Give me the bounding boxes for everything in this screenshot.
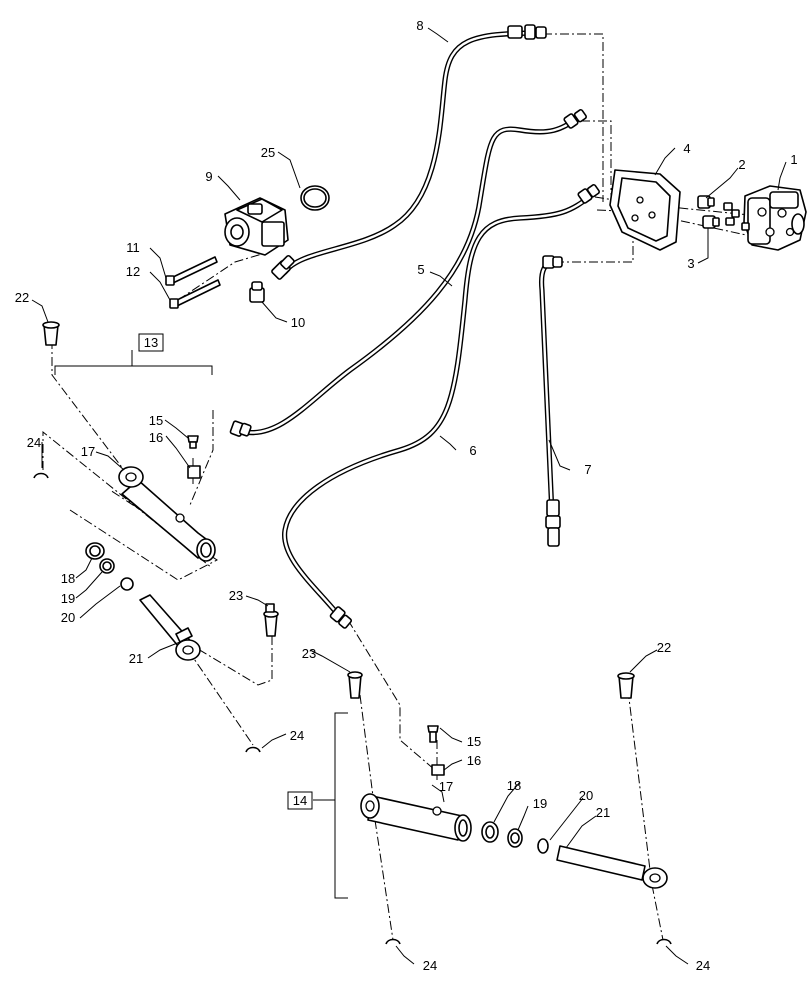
hose-7 [538, 259, 558, 518]
callout-25: 25 [261, 145, 275, 160]
callout-24-upper-left: 24 [27, 435, 41, 450]
callout-16-lower: 16 [467, 753, 481, 768]
callout-9: 9 [205, 169, 212, 184]
callout-20-lower: 20 [579, 788, 593, 803]
callout-11: 11 [126, 240, 140, 255]
pins-lower [347, 671, 635, 776]
callout-8: 8 [416, 18, 423, 33]
callout-3: 3 [687, 256, 694, 271]
callout-6: 6 [469, 443, 476, 458]
callout-16-upper: 16 [149, 430, 163, 445]
seals-upper [85, 542, 134, 591]
cylinder-lower-rod [556, 845, 668, 889]
bolt-12 [169, 279, 221, 309]
callout-20-upper: 20 [61, 610, 75, 625]
bolt-11 [165, 256, 218, 286]
pins-upper [42, 321, 279, 637]
callout-22-lower: 22 [657, 640, 671, 655]
assembly-14-box: 14 [287, 791, 313, 810]
hose-6 [282, 192, 595, 625]
callout-19-lower: 19 [533, 796, 547, 811]
clips-lower [385, 938, 672, 945]
callout-5: 5 [417, 262, 424, 277]
assembly-14-label: 14 [293, 793, 307, 808]
seals-lower [481, 821, 549, 854]
callout-21-upper: 21 [129, 651, 143, 666]
callout-23-lower: 23 [302, 646, 316, 661]
leader-lines [31, 27, 787, 965]
cylinder-upper-barrel [118, 466, 216, 562]
hose-fittings [229, 24, 600, 629]
callout-22-upper: 22 [15, 290, 29, 305]
cylinder-lower-barrel [360, 793, 472, 842]
fitting-10 [249, 281, 265, 303]
bracket-14 [313, 712, 348, 899]
callout-21-lower: 21 [596, 805, 610, 820]
hose-5 [242, 115, 581, 436]
fitting-3 [702, 215, 720, 229]
hose-8 [282, 30, 543, 275]
callout-24-upper-right: 24 [290, 728, 304, 743]
callout-18-lower: 18 [507, 778, 521, 793]
callout-24-lower-right: 24 [696, 958, 710, 973]
clips-upper [33, 472, 261, 753]
callout-15-lower: 15 [467, 734, 481, 749]
steering-unit [743, 185, 807, 251]
cylinder-upper-rod [139, 594, 201, 661]
bracket-13 [54, 350, 213, 375]
fitting-2 [697, 195, 715, 209]
callout-17-lower: 17 [439, 779, 453, 794]
callout-2: 2 [738, 157, 745, 172]
o-ring-25 [300, 185, 330, 211]
small-fittings [723, 202, 750, 231]
callout-1: 1 [790, 152, 797, 167]
callout-12: 12 [126, 264, 140, 279]
assembly-13-box: 13 [138, 333, 164, 352]
callout-24-lower-left: 24 [423, 958, 437, 973]
callout-numbers: 1 2 3 4 5 6 7 8 9 10 11 12 15 16 17 18 1… [15, 18, 798, 973]
callout-23-upper: 23 [229, 588, 243, 603]
callout-19-upper: 19 [61, 591, 75, 606]
callout-15-upper: 15 [149, 413, 163, 428]
callout-18-upper: 18 [61, 571, 75, 586]
callout-10: 10 [291, 315, 305, 330]
callout-17-upper: 17 [81, 444, 95, 459]
assembly-13-label: 13 [144, 335, 158, 350]
pump [224, 197, 289, 256]
callout-7: 7 [584, 462, 591, 477]
callout-4: 4 [683, 141, 690, 156]
bulkhead-plate [609, 169, 681, 251]
